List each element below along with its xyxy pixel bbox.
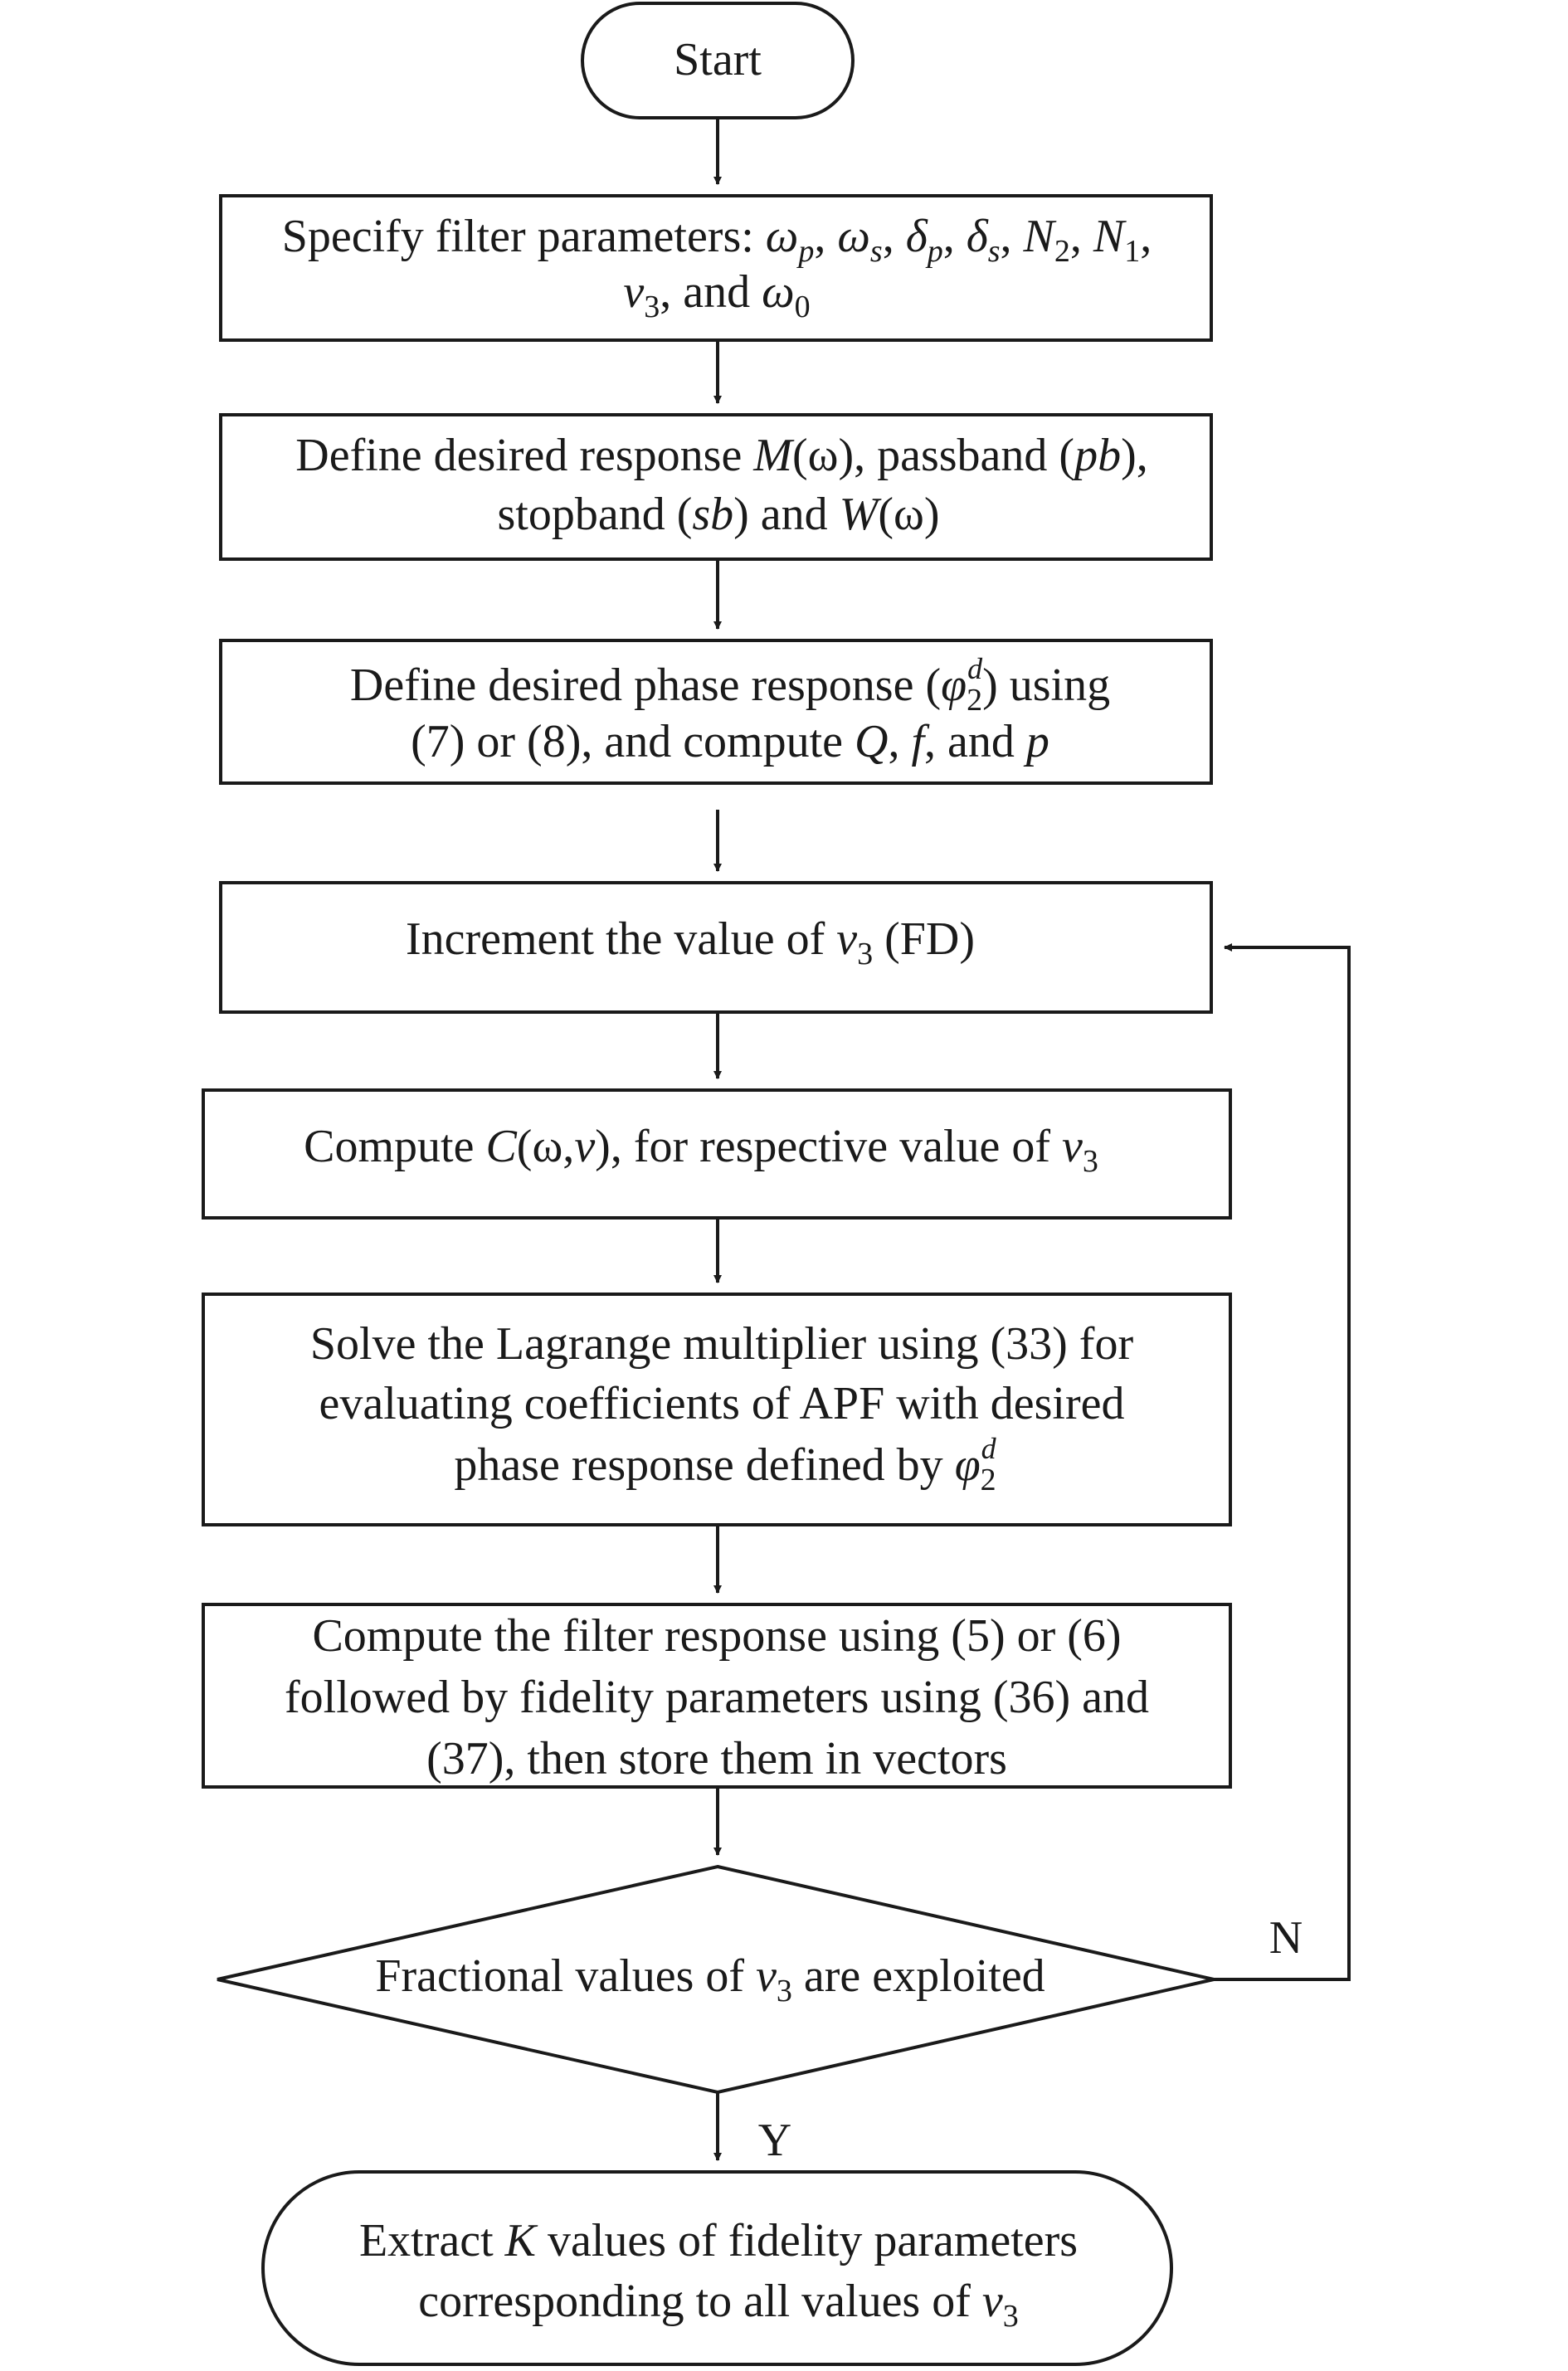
- compute-response-line3: (37), then store them in vectors: [426, 1733, 1007, 1784]
- extract-line1: Extract K values of fidelity parameters: [359, 2215, 1078, 2266]
- extract-node: Extract K values of fidelity parameters …: [261, 2170, 1173, 2366]
- specify-parameters-line2: v3, and ω0: [623, 266, 810, 324]
- define-response-box: Define desired response M(ω), passband (…: [219, 413, 1213, 561]
- arrow-no-loop-to-increment: [1214, 943, 1351, 1981]
- extract-line2: corresponding to all values of v3: [418, 2276, 1018, 2334]
- decision-label: Fractional values of v3 are exploited: [375, 1950, 1045, 2008]
- no-label: N: [1269, 1912, 1303, 1964]
- specify-parameters-line1: Specify filter parameters: ωp, ωs, δp, δ…: [282, 211, 1152, 269]
- increment-label: Increment the value of v3 (FD): [406, 913, 975, 971]
- solve-line3: phase response defined by φ2d: [454, 1432, 996, 1497]
- start-node: Start: [581, 2, 855, 119]
- compute-c-box: Compute C(ω,v), for respective value of …: [202, 1088, 1232, 1220]
- compute-response-line2: followed by fidelity parameters using (3…: [285, 1672, 1149, 1723]
- define-phase-box: Define desired phase response (φ2d) usin…: [219, 639, 1213, 785]
- define-phase-line2: (7) or (8), and compute Q, f, and p: [411, 716, 1049, 767]
- compute-response-box: Compute the filter response using (5) or…: [202, 1603, 1232, 1789]
- define-response-line1: Define desired response M(ω), passband (…: [295, 430, 1147, 481]
- solve-line1: Solve the Lagrange multiplier using (33)…: [310, 1318, 1134, 1370]
- define-response-line2: stopband (sb) and W(ω): [498, 489, 940, 540]
- decision-diamond: Fractional values of v3 are exploited: [217, 1864, 1215, 2095]
- define-phase-line1: Define desired phase response (φ2d) usin…: [350, 652, 1110, 718]
- compute-response-line1: Compute the filter response using (5) or…: [312, 1610, 1121, 1662]
- solve-lagrange-box: Solve the Lagrange multiplier using (33)…: [202, 1293, 1232, 1526]
- compute-c-label: Compute C(ω,v), for respective value of …: [304, 1121, 1098, 1179]
- solve-line2: evaluating coefficients of APF with desi…: [319, 1378, 1125, 1429]
- yes-label: Y: [758, 2115, 791, 2166]
- specify-parameters-box: Specify filter parameters: ωp, ωs, δp, δ…: [219, 194, 1213, 342]
- increment-box: Increment the value of v3 (FD): [219, 881, 1213, 1014]
- start-label: Start: [674, 34, 762, 85]
